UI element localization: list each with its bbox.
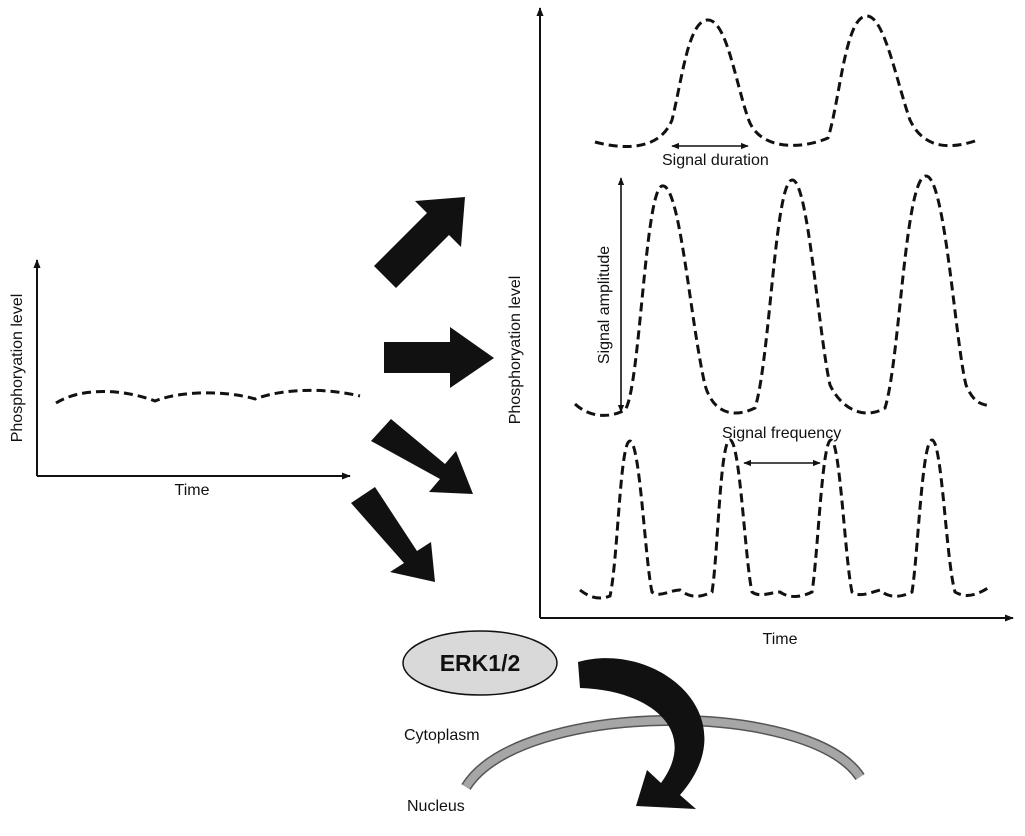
- cytoplasm-label: Cytoplasm: [404, 727, 480, 744]
- left-y-axis-label: Phosphoryation level: [9, 294, 26, 443]
- duration-trace: [594, 14, 979, 148]
- erk-label: ERK1/2: [440, 650, 521, 676]
- translocation-arrow-icon: [578, 658, 705, 809]
- arrow-to-duration-icon: [374, 197, 465, 288]
- nuclear-membrane: [461, 714, 865, 791]
- dynamics-plot: Signal duration Signal amplitude Signal …: [507, 7, 1014, 648]
- erk-translocation: ERK1/2 Cytoplasm Nucleus: [402, 630, 865, 815]
- right-y-axis-label: Phosphoryation level: [507, 276, 524, 425]
- nucleus-label: Nucleus: [407, 798, 465, 815]
- pattern-arrows: [351, 197, 494, 582]
- steady-state-plot: Phosphoryation level Time: [9, 259, 361, 499]
- duration-label: Signal duration: [662, 152, 769, 169]
- nuclear-membrane-fill: [462, 716, 864, 790]
- steady-state-trace: [55, 388, 361, 405]
- frequency-label: Signal frequency: [722, 425, 841, 442]
- erk-node: [402, 630, 558, 696]
- arrow-to-erk-icon: [351, 487, 435, 582]
- arrow-to-frequency-icon: [371, 419, 473, 494]
- right-x-axis-label: Time: [763, 631, 798, 648]
- amplitude-label: Signal amplitude: [596, 246, 613, 364]
- amplitude-trace: [573, 174, 991, 417]
- arrow-to-amplitude-icon: [384, 327, 494, 388]
- left-x-axis-label: Time: [175, 482, 210, 499]
- frequency-trace: [579, 438, 989, 600]
